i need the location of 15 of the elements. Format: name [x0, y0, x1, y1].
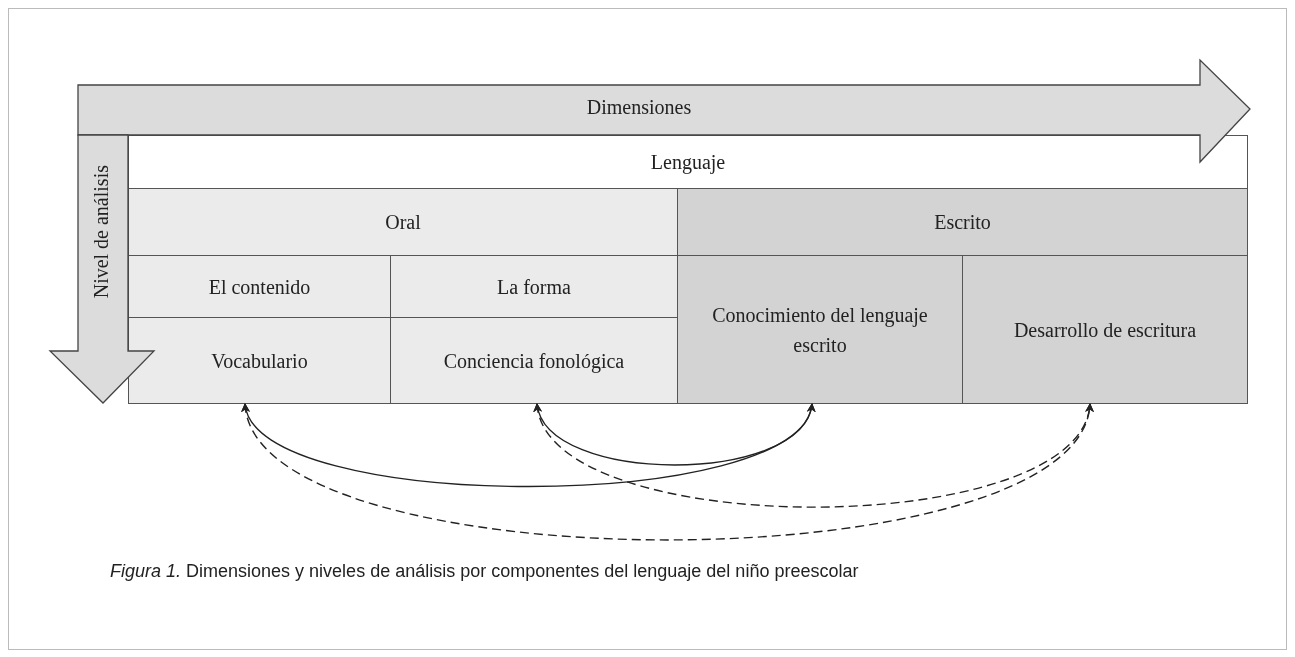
double-arrow [244, 403, 1091, 541]
figure-caption: Figura 1. Dimensiones y niveles de análisis por componentes del lenguaje del niño preescolar [110, 561, 859, 582]
category-cell: Oral [128, 188, 678, 256]
double-arrow [535, 403, 814, 466]
axis-label: Nivel de análisis [90, 165, 113, 299]
double-arrow [535, 403, 1092, 508]
category-cell: La forma [390, 255, 678, 318]
category-band: Lenguaje [128, 135, 1248, 189]
category-cell: El contenido [128, 255, 391, 318]
axis-label: Dimensiones [585, 96, 693, 119]
category-cell: Conocimiento del lenguaje escrito [677, 255, 963, 404]
category-cell: Conciencia fonológica [390, 317, 678, 404]
category-cell: Desarrollo de escritura [962, 255, 1248, 404]
category-cell: Escrito [677, 188, 1248, 256]
category-cell: Vocabulario [128, 317, 391, 404]
